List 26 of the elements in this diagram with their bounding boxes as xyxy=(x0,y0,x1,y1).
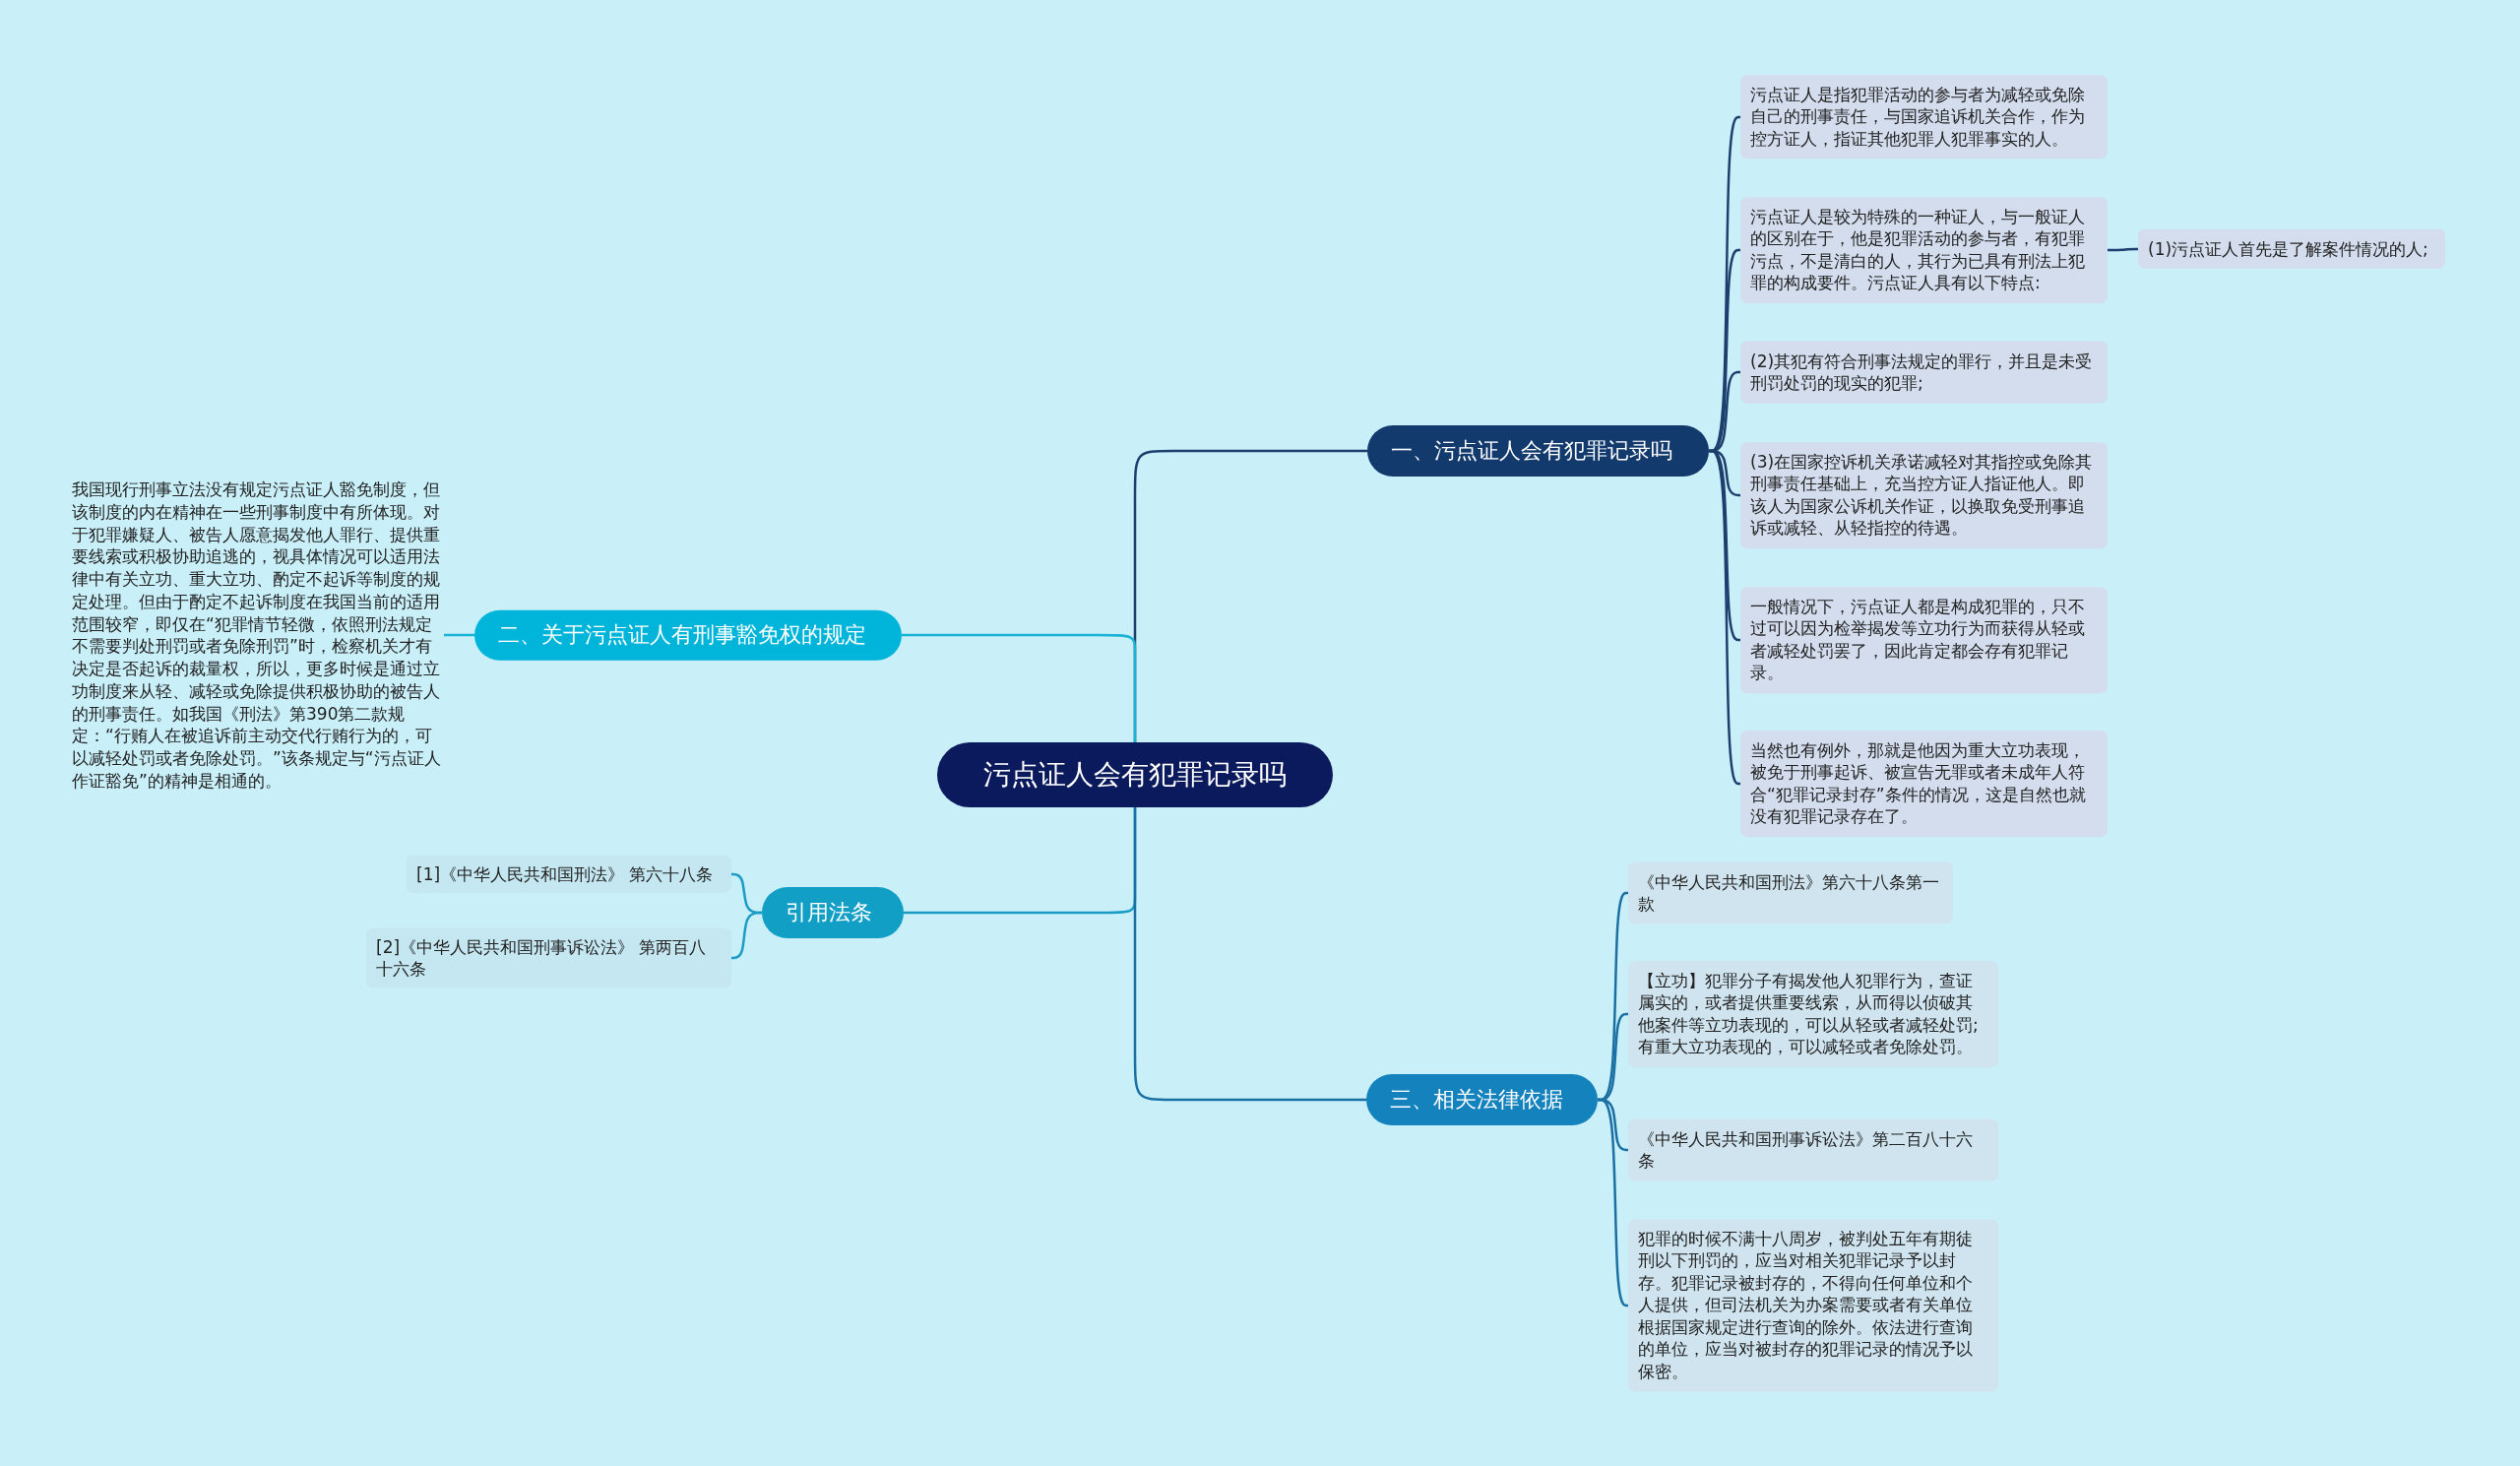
branch-topic: 一、污点证人会有犯罪记录吗 xyxy=(1367,425,1709,477)
topic-card: 污点证人是较为特殊的一种证人，与一般证人的区别在于，他是犯罪活动的参与者，有犯罪污点，不是清白的人，其行为已具有刑法上犯罪的构成要件。污点证人具有以下特点: xyxy=(1740,197,2108,303)
topic-card: 当然也有例外，那就是他因为重大立功表现，被免于刑事起诉、被宣告无罪或者未成年人符合“犯罪记录封存”条件的情况，这是自然也就没有犯罪记录存在了。 xyxy=(1740,731,2108,837)
branch-topic: 引用法条 xyxy=(762,887,904,938)
connector-line xyxy=(1709,449,1741,786)
branch-topic: 三、相关法律依据 xyxy=(1366,1074,1598,1125)
connector-line xyxy=(2108,247,2138,252)
note-text: 我国现行刑事立法没有规定污点证人豁免制度，但该制度的内在精神在一些刑事制度中有所体现。对于犯罪嫌疑人、被告人愿意揭发他人罪行、提供重要线索或积极协助追逃的，视具体情况可以适用法律中有关立功、重大立功、酌定不起诉等制度的规定处理。但由于酌定不起诉制度在我国当前的适用范围较窄，即仅在“犯罪情节轻微，依照刑法规定不需要判处刑罚或者免除刑罚”时，检察机关才有决定是否起诉的裁量权，所以，更多时候是通过立功制度来从轻、减轻或免除提供积极协助的被告人的刑事责任。如我国《刑法》第390第二款规定：“行贿人在被追诉前主动交代行贿行为的，可以减轻处罚或者免除处罚。”该条规定与“污点证人作证豁免”的精神是相通的。 xyxy=(72,478,444,793)
topic-card: 犯罪的时候不满十八周岁，被判处五年有期徒刑以下刑罚的，应当对相关犯罪记录予以封存。犯罪记录被封存的，不得向任何单位和个人提供，但司法机关为办案需要或者有关单位根据国家规定进行查询的除外。依法进行查询的单位，应当对被封存的犯罪记录的情况予以保密。 xyxy=(1628,1219,1998,1392)
branch-topic: 二、关于污点证人有刑事豁免权的规定 xyxy=(474,609,902,661)
topic-card: (2)其犯有符合刑事法规定的罪行，并且是未受刑罚处罚的现实的犯罪; xyxy=(1740,341,2108,404)
topic-card: 《中华人民共和国刑法》第六十八条第一款 xyxy=(1628,861,1953,924)
connector-line xyxy=(902,633,1137,742)
connector-line xyxy=(1598,1098,1629,1307)
topic-card: 污点证人是指犯罪活动的参与者为减轻或免除自己的刑事责任，与国家追诉机关合作，作为控方证人，指证其他犯罪人犯罪事实的人。 xyxy=(1740,75,2108,159)
topic-card: (3)在国家控诉机关承诺减轻对其指控或免除其刑事责任基础上，充当控方证人指证他人。即该人为国家公诉机关作证，以换取免受刑事追诉或减轻、从轻指控的待遇。 xyxy=(1740,442,2108,548)
connector-line xyxy=(731,911,762,960)
topic-card: [1]《中华人民共和国刑法》 第六十八条 xyxy=(407,855,731,894)
central-topic: 污点证人会有犯罪记录吗 xyxy=(937,742,1333,807)
topic-card: 一般情况下，污点证人都是构成犯罪的，只不过可以因为检举揭发等立功行为而获得从轻或者减轻处罚罢了，因此肯定都会存有犯罪记录。 xyxy=(1740,587,2108,693)
connector-line xyxy=(444,633,474,637)
topic-card: 《中华人民共和国刑事诉讼法》第二百八十六条 xyxy=(1628,1118,1998,1181)
connector-line xyxy=(1133,807,1366,1102)
topic-card: 【立功】犯罪分子有揭发他人犯罪行为，查证属实的，或者提供重要线索，从而得以侦破其他案件等立功表现的，可以从轻或者减轻处罚;有重大立功表现的，可以减轻或者免除处罚。 xyxy=(1628,961,1998,1067)
topic-card: [2]《中华人民共和国刑事诉讼法》 第两百八十六条 xyxy=(366,927,731,988)
topic-card: (1)污点证人首先是了解案件情况的人; xyxy=(2138,228,2445,270)
